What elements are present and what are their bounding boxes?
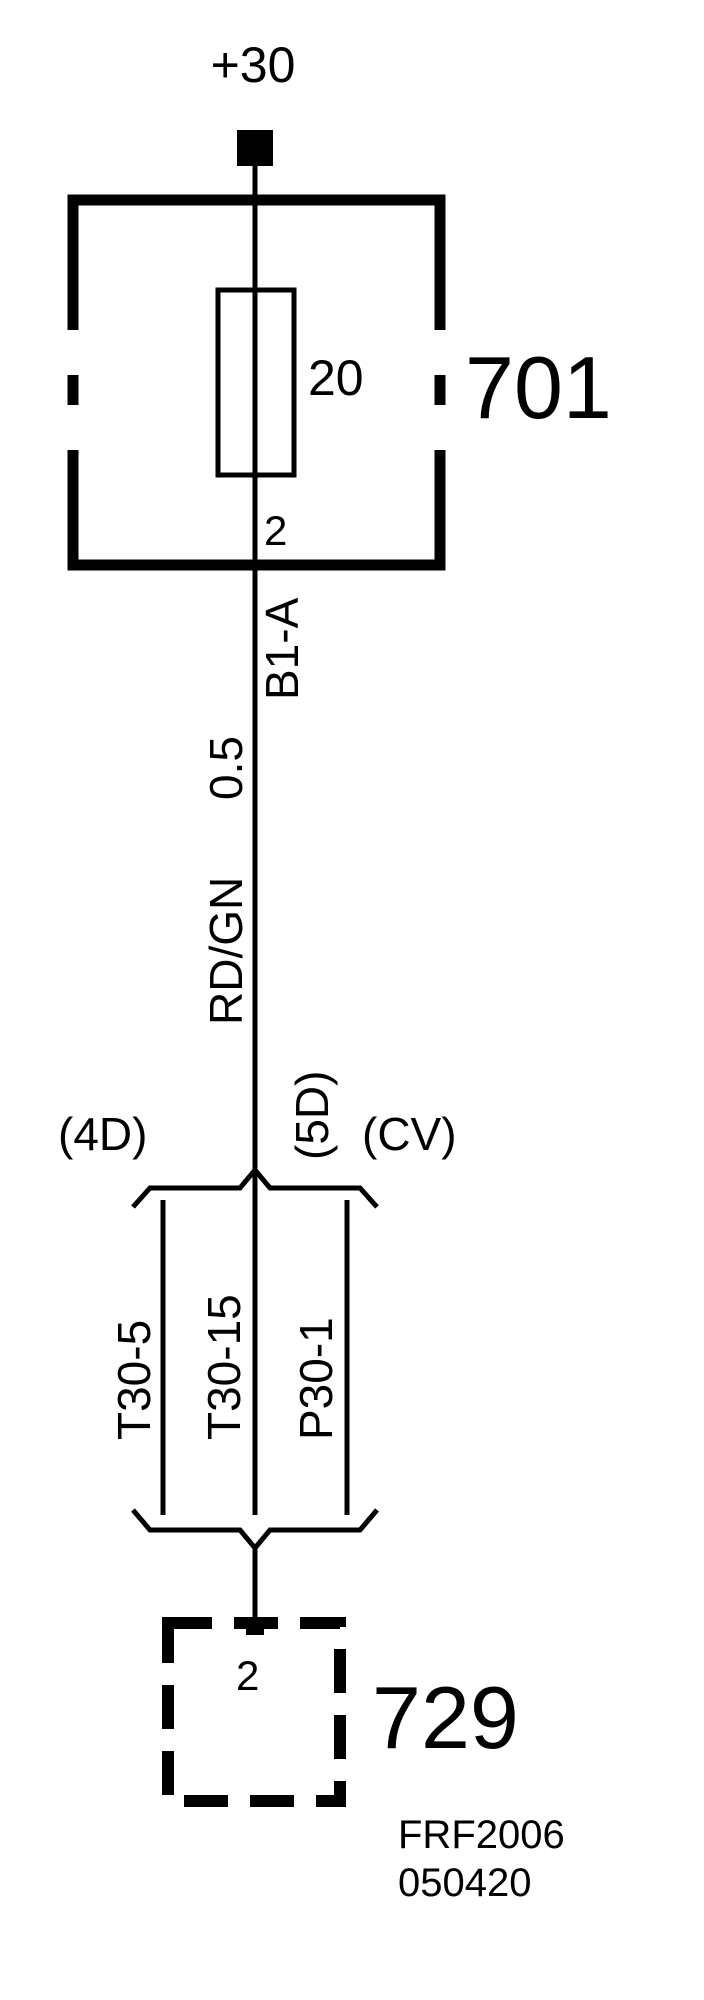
connector-label: B1-A	[256, 597, 308, 700]
splice-bottom-bracket	[131, 1508, 379, 1552]
wire-color: RD/GN	[200, 877, 252, 1025]
fuse-rating: 20	[308, 350, 364, 406]
branch-label-t30-15: T30-15	[198, 1294, 250, 1440]
variant-label-cv: (CV)	[362, 1108, 457, 1160]
footer-code: FRF2006	[398, 1813, 565, 1857]
component-729	[162, 1617, 346, 1807]
splice-top-bracket	[131, 1166, 379, 1209]
branch-label-t30-5: T30-5	[108, 1320, 160, 1440]
variant-label-5d: (5D)	[286, 1071, 338, 1160]
wire-gauge: 0.5	[200, 736, 252, 800]
variant-label-4d: (4D)	[58, 1108, 147, 1160]
fuse-box-id: 701	[465, 338, 612, 437]
fuse-20	[215, 287, 297, 478]
component-pin: 2	[236, 1652, 259, 1699]
supply-label: +30	[211, 37, 296, 93]
footer-date: 050420	[398, 1861, 531, 1905]
fuse-box-pin: 2	[264, 507, 287, 554]
branch-label-p30-1: P30-1	[290, 1317, 342, 1440]
fuse-box-701	[67, 194, 446, 571]
component-id: 729	[372, 1668, 519, 1767]
